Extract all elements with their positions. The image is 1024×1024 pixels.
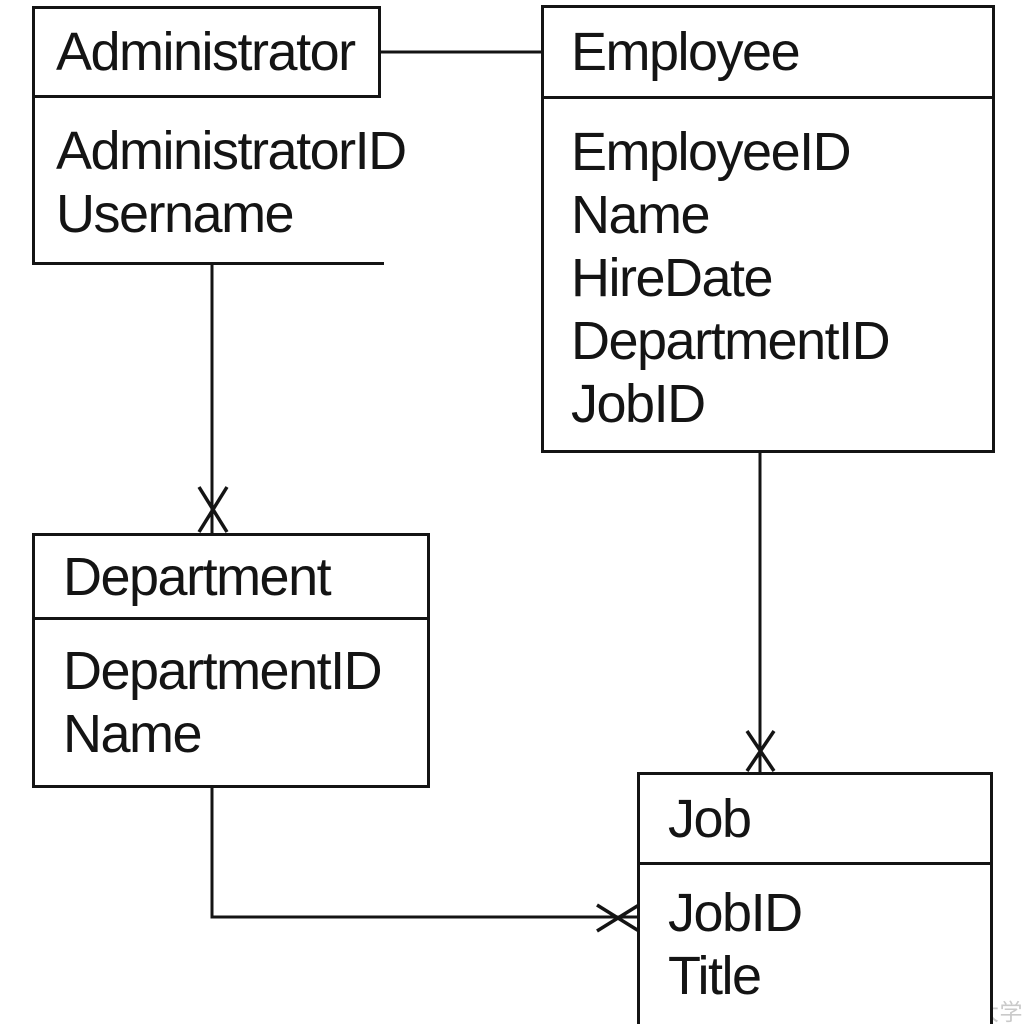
entity-field: Name: [63, 704, 203, 764]
entity-field: JobID: [571, 374, 706, 434]
entity-administrator: Administrator AdministratorID Username: [32, 6, 407, 265]
entity-field: AdministratorID: [56, 121, 407, 181]
entity-department-fields-box: DepartmentID Name: [32, 620, 430, 788]
many-x-marker-icon: [197, 486, 229, 533]
entity-field: Name: [571, 185, 711, 245]
entity-administrator-title-box: Administrator: [32, 6, 381, 98]
entity-name: Administrator: [56, 22, 356, 82]
entity-name: Job: [668, 788, 752, 849]
entity-field: HireDate: [571, 248, 774, 308]
many-x-marker-icon: [745, 730, 776, 772]
entity-employee-title-box: Employee: [541, 5, 995, 99]
entity-field: Title: [668, 946, 762, 1006]
entity-employee: Employee EmployeeID Name HireDate Depart…: [541, 5, 995, 453]
entity-department-title-box: Department: [32, 533, 430, 620]
entity-field: JobID: [668, 883, 803, 943]
connector-employee-job: [745, 453, 776, 772]
entity-job: Job JobID Title: [637, 772, 993, 1024]
entity-field: Username: [56, 184, 295, 244]
connector-administrator-department: [197, 265, 229, 533]
entity-department: Department DepartmentID Name: [32, 533, 430, 788]
entity-field: EmployeeID: [571, 122, 852, 182]
entity-employee-fields-box: EmployeeID Name HireDate DepartmentID Jo…: [541, 99, 995, 453]
entity-name: Department: [63, 546, 332, 607]
entity-field: DepartmentID: [571, 311, 891, 371]
many-x-marker-icon: [596, 903, 640, 933]
connector-department-job: [210, 788, 640, 933]
entity-field: DepartmentID: [63, 641, 383, 701]
entity-job-title-box: Job: [637, 772, 993, 865]
entity-job-fields-box: JobID Title: [637, 865, 993, 1024]
entity-name: Employee: [571, 22, 801, 82]
entity-administrator-fields-box: AdministratorID Username: [32, 98, 407, 265]
